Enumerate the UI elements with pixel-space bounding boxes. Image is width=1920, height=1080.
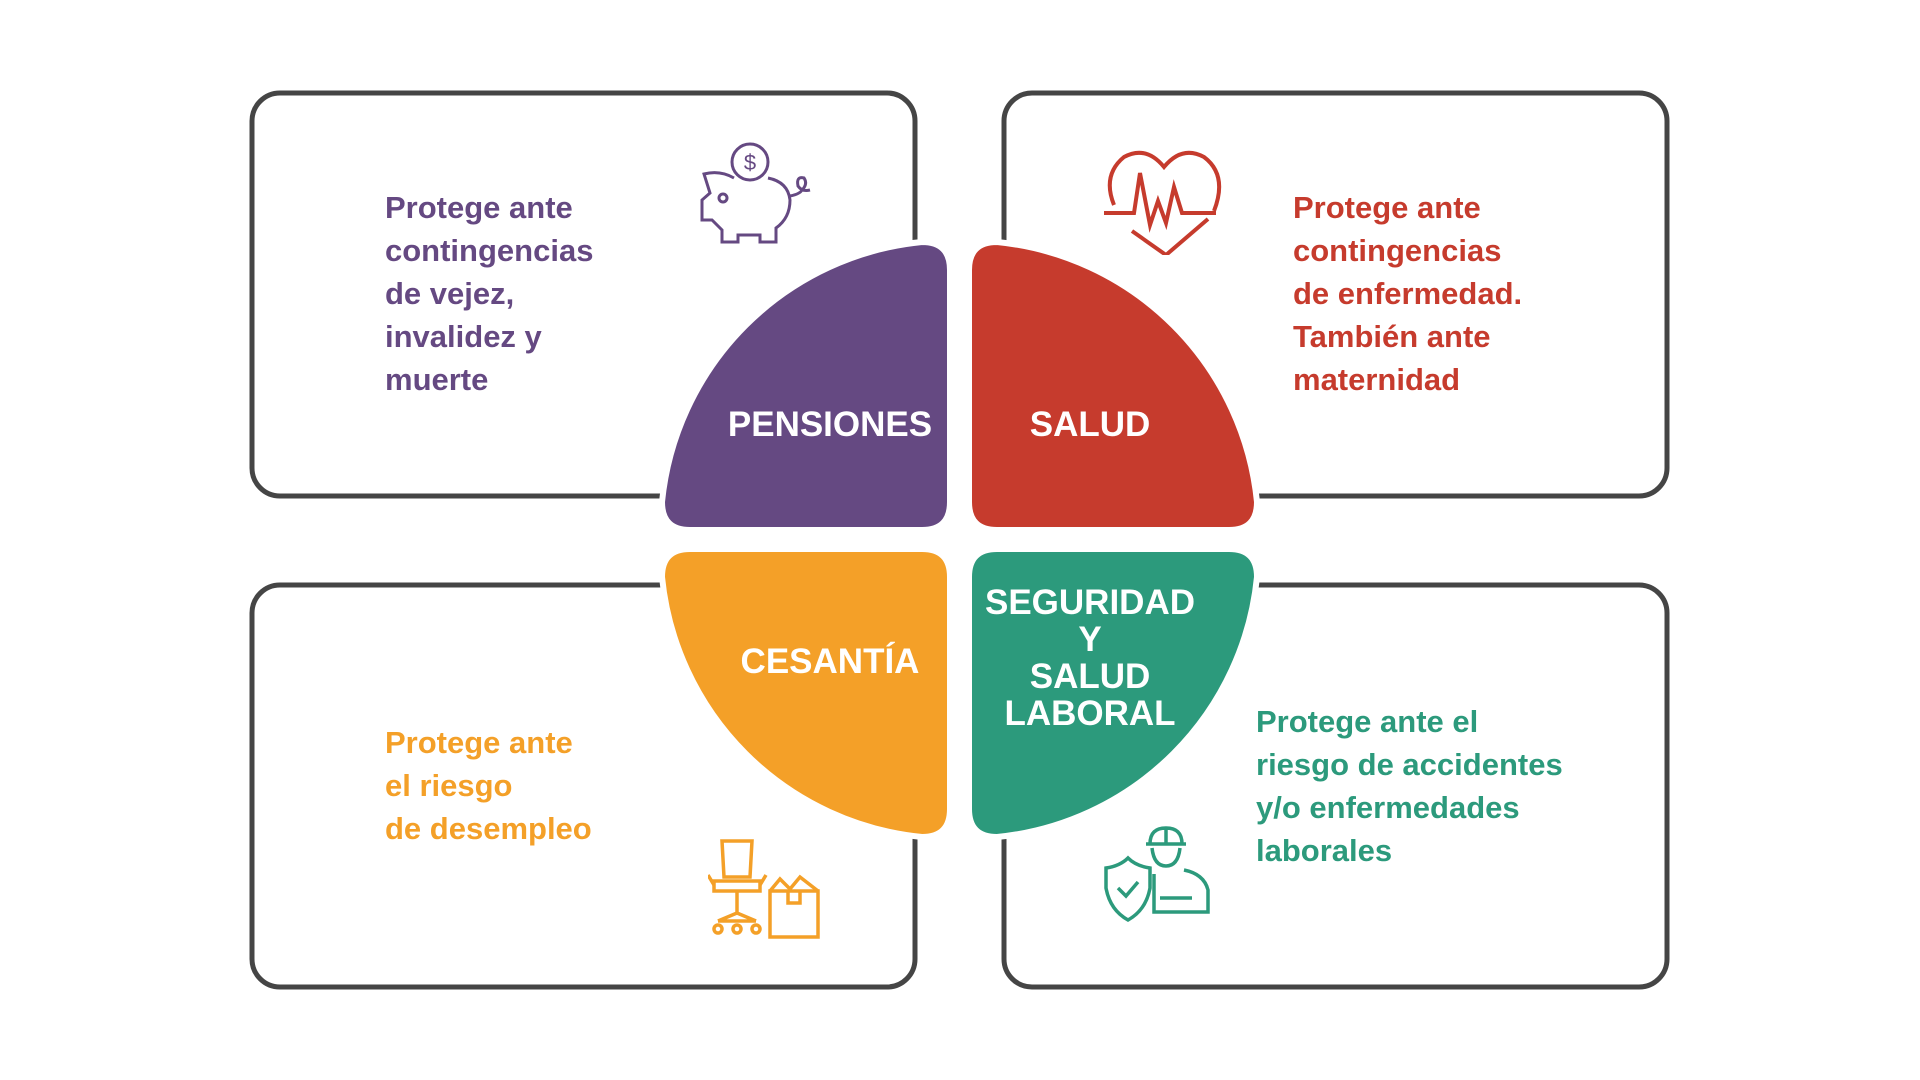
- salud-label: SALUD: [1029, 405, 1151, 444]
- seguridad-quadrant: [966, 546, 1261, 841]
- pensiones-description: Protege ante contingencias de vejez, inv…: [385, 190, 594, 397]
- cesantia-label: CESANTÍA: [740, 642, 920, 681]
- pensiones-label: PENSIONES: [727, 405, 933, 444]
- piggy-bank-icon: $: [700, 142, 811, 244]
- heart-pulse-icon: [1104, 150, 1222, 255]
- salud-description: Protege ante contingencias de enfermedad…: [1293, 190, 1523, 397]
- cesantia-description: Protege ante el riesgo de desempleo: [385, 725, 592, 846]
- salud-quadrant: [966, 238, 1261, 533]
- pensiones-quadrant: [658, 238, 953, 533]
- cesantia-quadrant: [658, 546, 953, 841]
- office-chair-box-icon: [708, 839, 820, 939]
- svg-text:$: $: [744, 150, 756, 175]
- seguridad-description: Protege ante el riesgo de accidentes y/o…: [1256, 704, 1563, 868]
- seguridad-label: SEGURIDAD Y SALUD LABORAL: [984, 583, 1196, 733]
- worker-shield-icon: [1104, 826, 1210, 923]
